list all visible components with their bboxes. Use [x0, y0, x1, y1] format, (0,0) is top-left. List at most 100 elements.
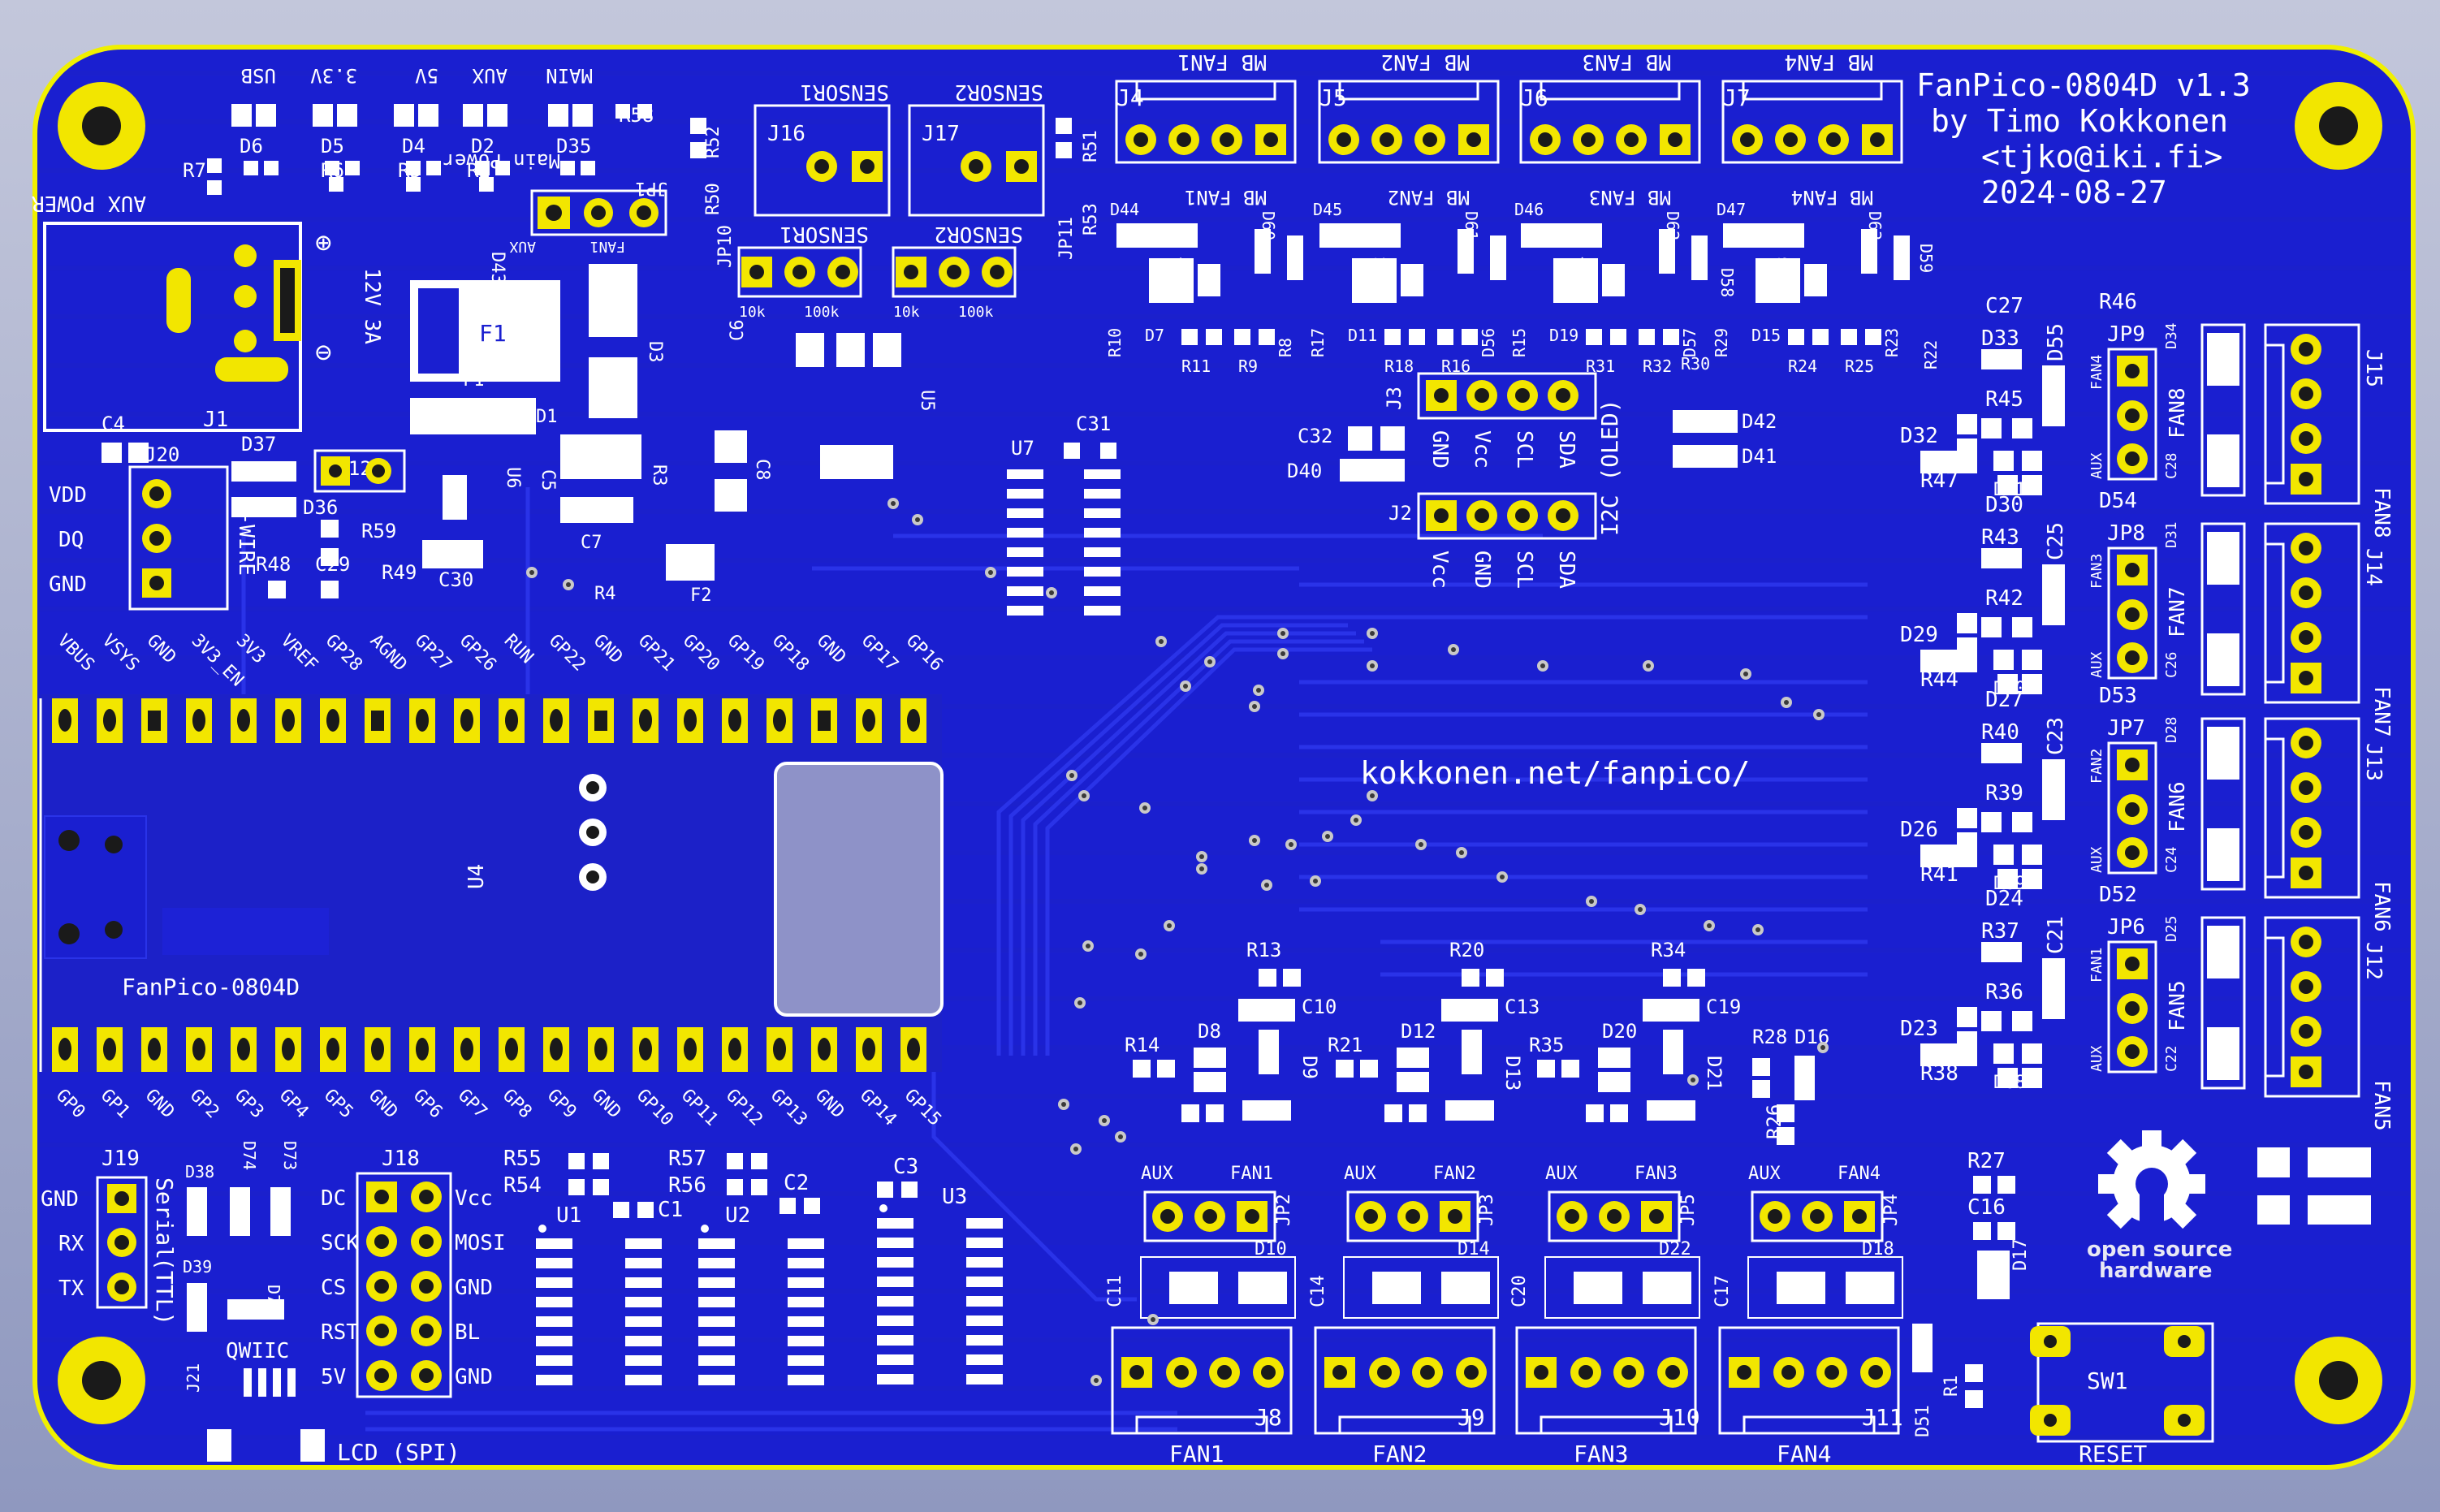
bottom-fan-ref: J11 [1862, 1404, 1903, 1431]
smd-pad [1639, 329, 1655, 345]
svg-text:12V 3A: 12V 3A [360, 268, 384, 344]
svg-text:D37: D37 [241, 433, 276, 456]
svg-text:C29: C29 [315, 553, 350, 576]
svg-text:C2: C2 [784, 1171, 809, 1195]
pad-hole [1870, 132, 1885, 147]
smd-pad [463, 104, 483, 127]
pad-hole [1332, 1365, 1347, 1380]
smd-pad [1007, 567, 1043, 577]
svg-text:R27: R27 [1967, 1149, 2006, 1173]
oshw-logo: open source hardware [2087, 1130, 2232, 1283]
mb-part: Q4 [1570, 257, 1590, 276]
smd-pad [1981, 617, 2002, 637]
smd-pad [1242, 1100, 1291, 1121]
svg-text:C16: C16 [1967, 1195, 2006, 1220]
pad-hole [969, 159, 983, 174]
pad-hole [2299, 431, 2313, 446]
bottom-part: C19 [1706, 996, 1741, 1018]
smd-pad [264, 161, 279, 175]
smd-pad [1384, 329, 1401, 345]
oled-pin-bottom: SDA [1554, 551, 1578, 589]
pad-hole [374, 1190, 389, 1204]
bottom-part: R13 [1246, 939, 1281, 961]
pad-hole [1434, 508, 1449, 523]
right-fan-ref: J15 [2361, 349, 2386, 387]
bottom-part: R28 [1752, 1026, 1787, 1048]
smd-pad [2022, 869, 2042, 889]
smd-pad [2012, 812, 2032, 832]
pad-hole [1783, 132, 1798, 147]
mb-part: D7 [1145, 326, 1164, 345]
jp10-label: JP10 [715, 225, 736, 268]
pad-hole [1160, 1209, 1175, 1224]
smd-pad [788, 1316, 824, 1327]
smd-pad [2012, 1011, 2032, 1031]
smd-pad [625, 1316, 662, 1327]
svg-text:Serial: Serial [151, 1177, 178, 1259]
led-ref-d35: D35 [556, 135, 591, 158]
smd-pad [1788, 329, 1804, 345]
oled-pin-top: SDA [1554, 430, 1578, 469]
bottom-part: R21 [1328, 1034, 1363, 1056]
smd-pad [581, 161, 595, 175]
pad-hole [2299, 780, 2313, 795]
smd-pad [2022, 1068, 2042, 1088]
smd-pad [2022, 674, 2042, 694]
smd-pad [1723, 223, 1804, 248]
bottom-fan-jp: JP5 [1678, 1194, 1699, 1226]
sensor-jumper [737, 246, 862, 298]
smd-pad [690, 142, 706, 158]
smd-pad [2022, 650, 2042, 670]
right-part: D28 [2163, 716, 2180, 743]
smd-pad [1084, 567, 1121, 577]
main-power-jumper: Main Power JP1 AUX FAN1 [443, 149, 668, 255]
mb-part: D11 [1348, 326, 1377, 345]
right-part: D23 [1900, 1017, 1938, 1041]
smd-pad [1181, 1104, 1199, 1122]
sensor-label: SENSOR2 [954, 80, 1043, 104]
smd-pad [2022, 451, 2042, 471]
smd-pad [244, 161, 258, 175]
svg-text:QWIIC: QWIIC [226, 1339, 289, 1363]
svg-text:C8: C8 [752, 459, 772, 481]
oled-pin-bottom: Vcc [1427, 551, 1452, 589]
pad-hole [2299, 1024, 2313, 1039]
svg-text:C1: C1 [658, 1198, 683, 1222]
vias [526, 498, 1829, 1386]
bottom-part: R20 [1449, 939, 1484, 961]
smd-pad [495, 161, 510, 175]
led-ref-d2: D2 [471, 135, 494, 158]
smd-pad [966, 1238, 1003, 1248]
right-part: D31 [2163, 521, 2180, 548]
bottom-fan-jumper [1143, 1190, 1276, 1242]
pad-hole [749, 265, 764, 279]
smd-pad [1981, 942, 2022, 962]
svg-text:R54: R54 [503, 1173, 542, 1198]
svg-text:hardware: hardware [2099, 1259, 2213, 1283]
lcd-pin-left: 5V [321, 1365, 346, 1389]
mb-part: R32 [1643, 356, 1672, 376]
right-part: D34 [2163, 322, 2180, 349]
bottom-fan-ref: J8 [1255, 1404, 1282, 1431]
right-fan-jp-aux: AUX [2088, 846, 2105, 873]
smd-pad [1553, 258, 1598, 303]
mb-fan-ref: J4 [1116, 84, 1144, 111]
pullup-10k: 10k [739, 304, 766, 321]
smd-pad [1643, 999, 1699, 1022]
pullup-100k: 100k [958, 304, 994, 321]
right-fan-label: FAN6 [2369, 881, 2394, 932]
smd-pad [1486, 969, 1504, 987]
smd-pad [1752, 1058, 1770, 1076]
ic-u7: U7 C31 C32 D40 D42 D41 [1007, 410, 1777, 616]
smd-pad [1409, 1104, 1427, 1122]
led-label-d6: USB [241, 64, 276, 87]
sensor-jumper-label: SENSOR1 [780, 222, 869, 246]
mb-part: R31 [1586, 356, 1615, 376]
pad-hole [836, 265, 850, 279]
smd-pad [1437, 329, 1453, 345]
pad-hole [419, 1279, 434, 1294]
smd-pad [1777, 1272, 1825, 1304]
reset-block: R27 C16 D17 R1 D51 SW1 RESET [1912, 1149, 2214, 1467]
right-part: R36 [1985, 980, 2023, 1004]
